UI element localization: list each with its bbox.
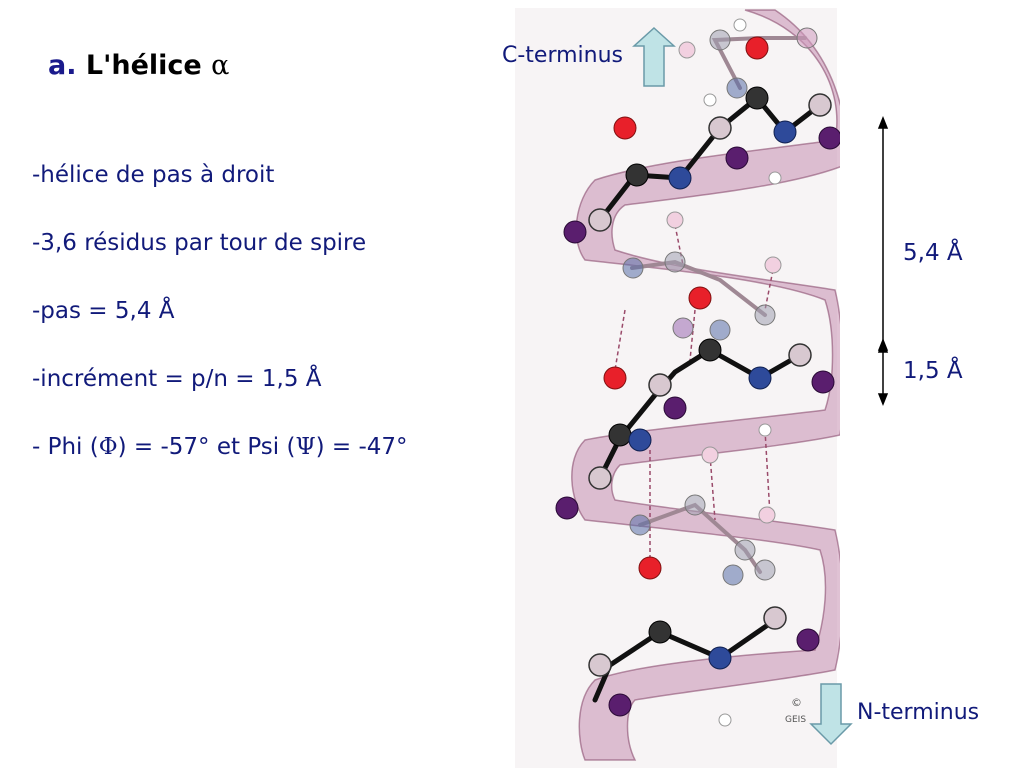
- svg-text:©: ©: [791, 696, 802, 709]
- bullet-item: -incrément = p/n = 1,5 Å: [32, 366, 322, 392]
- rise-label: 1,5 Å: [903, 358, 963, 384]
- hydrogen-atoms: [666, 18, 782, 727]
- helix-ribbon: [571, 9, 840, 761]
- atoms-carbon: [608, 86, 769, 644]
- atoms-alpha-carbon: [588, 93, 832, 677]
- hydrogen-bonds: [614, 224, 774, 570]
- bullet-item: -3,6 résidus par tour de spire: [32, 230, 367, 256]
- atoms-oxygen: [603, 36, 769, 580]
- copyright-icon: © GEIS: [785, 696, 806, 725]
- atoms-side-chain: [555, 126, 840, 717]
- atoms-nitrogen: [628, 120, 797, 670]
- title-alpha: α: [211, 50, 230, 81]
- angle-phi-prefix: - Phi (: [32, 434, 99, 460]
- title-text: L'hélice: [85, 50, 202, 81]
- backbone-faded: [630, 36, 807, 574]
- alpha-helix-illustration: © GEIS: [515, 8, 840, 768]
- c-terminus-label: C-terminus: [502, 43, 624, 68]
- arrow-down-icon: [809, 683, 853, 746]
- arrow-up-icon: [632, 26, 676, 87]
- bullet-item-angles: - Phi (Φ) = -57° et Psi (Ψ) = -47°: [32, 432, 442, 462]
- bullet-item: -pas = 5,4 Å: [32, 298, 175, 324]
- n-terminus-label: N-terminus: [857, 700, 980, 725]
- psi-symbol: Ψ: [295, 434, 316, 460]
- bullet-list: -hélice de pas à droit -3,6 résidus par …: [32, 160, 442, 500]
- svg-text:GEIS: GEIS: [785, 715, 806, 725]
- title-letter: a.: [48, 50, 77, 81]
- angle-middle: ) = -57° et Psi (: [117, 434, 296, 460]
- dimension-markers: [877, 115, 889, 407]
- bullet-item: -hélice de pas à droit: [32, 162, 275, 188]
- pitch-label: 5,4 Å: [903, 240, 963, 266]
- atoms-faded: [622, 27, 818, 586]
- angle-psi-suffix: ) = -47°: [315, 434, 408, 460]
- phi-symbol: Φ: [98, 434, 118, 460]
- slide-title: a. L'hélice α: [48, 50, 229, 81]
